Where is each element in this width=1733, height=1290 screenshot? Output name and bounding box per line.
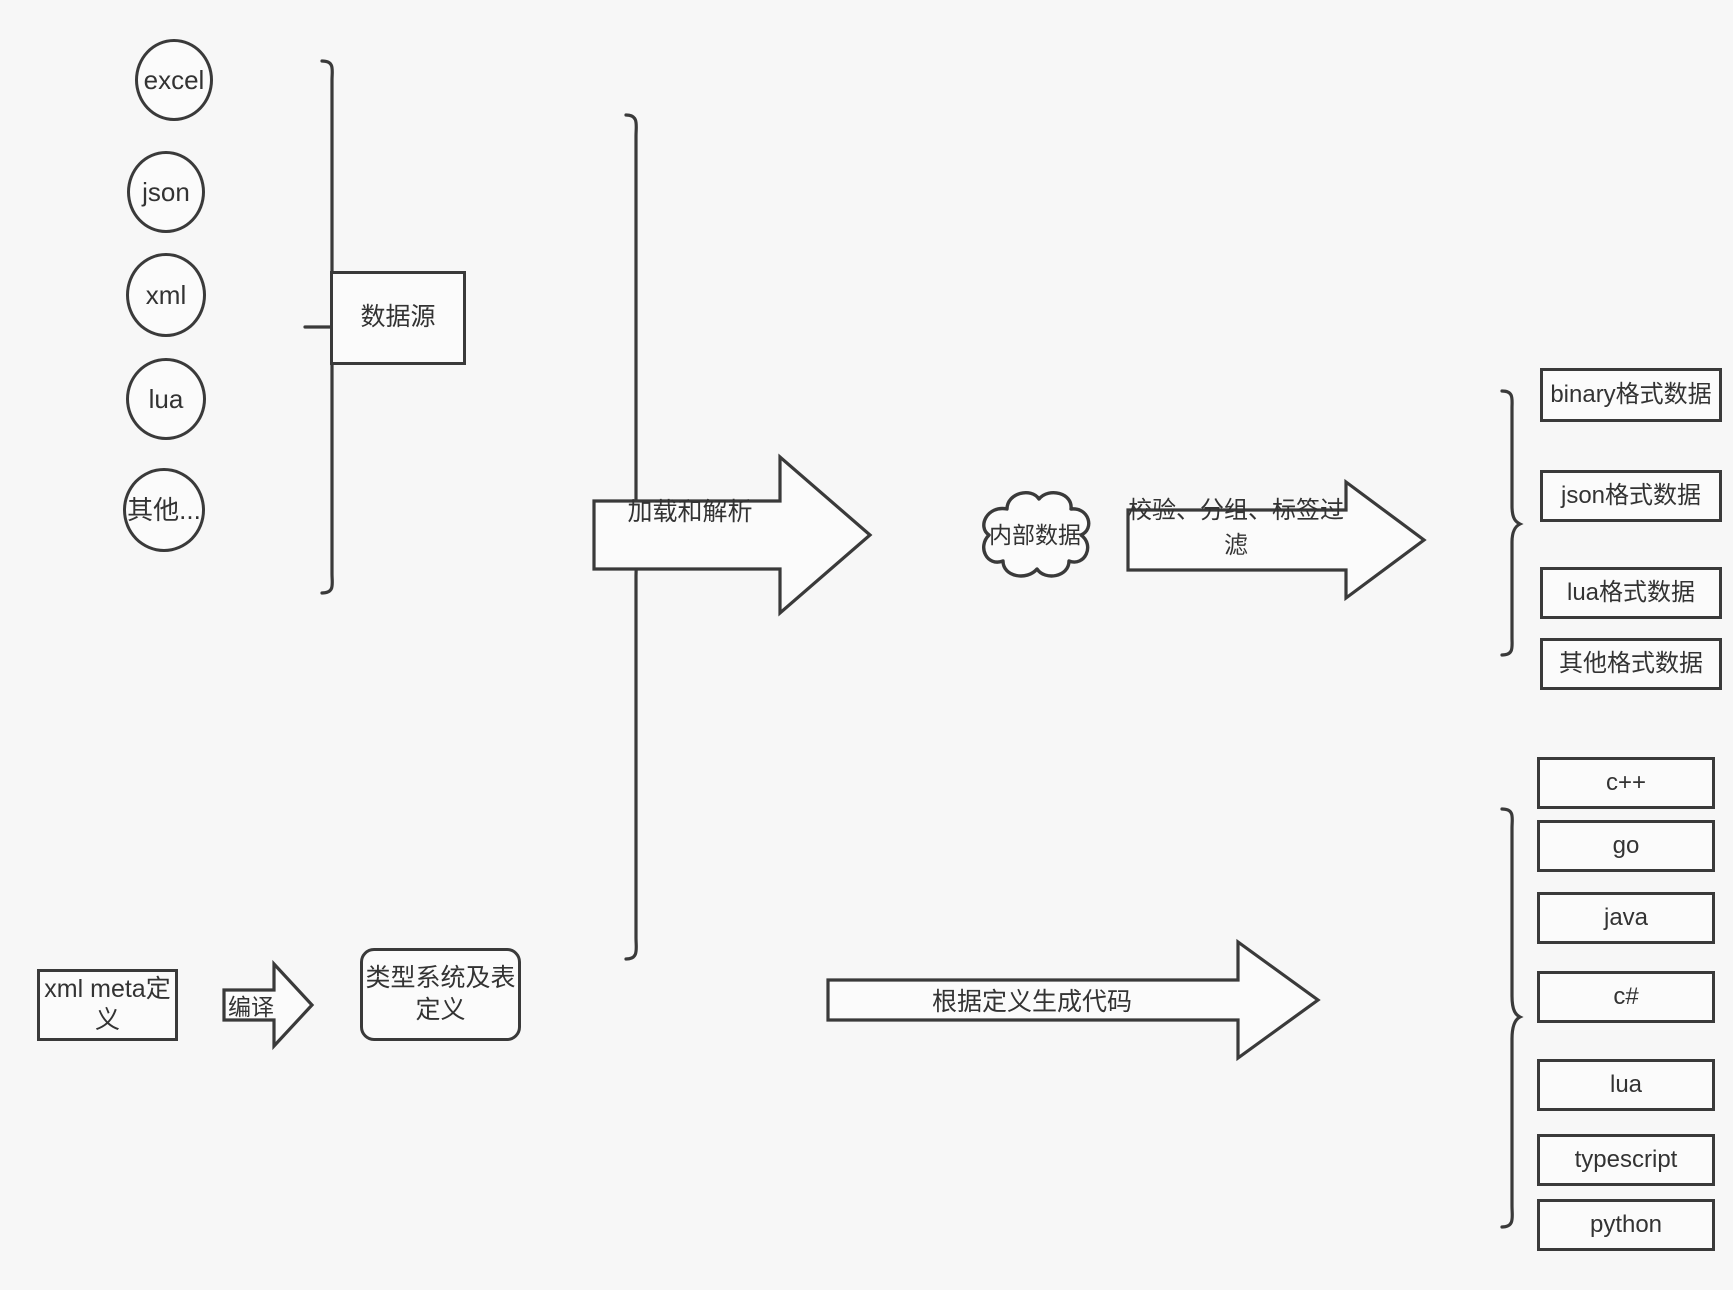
codegen-language-label: java	[1603, 904, 1649, 931]
xml-meta-definition-label: xml meta定义	[44, 974, 171, 1034]
output-format-label: json格式数据	[1560, 482, 1702, 509]
output-format-box-other[interactable]: 其他格式数据	[1540, 638, 1722, 690]
compile-arrow[interactable]	[222, 959, 315, 1051]
codegen-language-box-cpp[interactable]: c++	[1537, 757, 1715, 809]
type-system-box[interactable]: 类型系统及表定义	[360, 948, 521, 1041]
codegen-language-label: typescript	[1574, 1146, 1678, 1173]
validate-group-filter-arrow[interactable]	[1126, 478, 1427, 602]
data-source-label: lua	[148, 383, 184, 414]
data-source-label: 其他...	[127, 494, 201, 525]
output-formats-brace	[1500, 389, 1524, 657]
data-source-group-box[interactable]: 数据源	[330, 271, 466, 365]
codegen-language-label: c++	[1605, 769, 1647, 796]
data-source-circle-xml[interactable]: xml	[126, 253, 206, 337]
output-format-box-json[interactable]: json格式数据	[1540, 470, 1722, 522]
codegen-language-label: lua	[1609, 1071, 1643, 1098]
codegen-language-box-typescript[interactable]: typescript	[1537, 1134, 1715, 1186]
codegen-language-label: c#	[1613, 983, 1639, 1010]
codegen-language-box-lua[interactable]: lua	[1537, 1059, 1715, 1111]
data-source-circle-json[interactable]: json	[127, 151, 205, 233]
type-system-label: 类型系统及表定义	[365, 964, 516, 1024]
data-source-circle-other[interactable]: 其他...	[123, 468, 205, 552]
data-source-label: excel	[143, 64, 205, 95]
output-format-box-lua[interactable]: lua格式数据	[1540, 567, 1722, 619]
codegen-language-label: go	[1612, 832, 1640, 859]
data-source-group-label: 数据源	[360, 303, 436, 332]
load-parse-arrow[interactable]	[592, 453, 873, 617]
data-source-label: xml	[145, 279, 187, 310]
data-source-label: json	[142, 176, 190, 207]
data-source-circle-excel[interactable]: excel	[135, 39, 213, 121]
codegen-language-box-python[interactable]: python	[1537, 1199, 1715, 1251]
codegen-arrow[interactable]	[826, 938, 1321, 1062]
codegen-language-box-java[interactable]: java	[1537, 892, 1715, 944]
output-format-label: lua格式数据	[1566, 579, 1696, 606]
output-format-box-binary[interactable]: binary格式数据	[1540, 368, 1722, 422]
data-source-circle-lua[interactable]: lua	[126, 358, 206, 440]
xml-meta-definition-box[interactable]: xml meta定义	[37, 969, 178, 1041]
codegen-language-box-csharp[interactable]: c#	[1537, 971, 1715, 1023]
output-format-label: binary格式数据	[1550, 381, 1712, 408]
data-source-brace-tip	[303, 325, 334, 329]
codegen-languages-brace	[1500, 807, 1524, 1229]
codegen-language-box-go[interactable]: go	[1537, 820, 1715, 872]
codegen-language-label: python	[1589, 1211, 1663, 1238]
output-format-label: 其他格式数据	[1559, 650, 1703, 677]
internal-data-cloud[interactable]	[975, 485, 1095, 580]
